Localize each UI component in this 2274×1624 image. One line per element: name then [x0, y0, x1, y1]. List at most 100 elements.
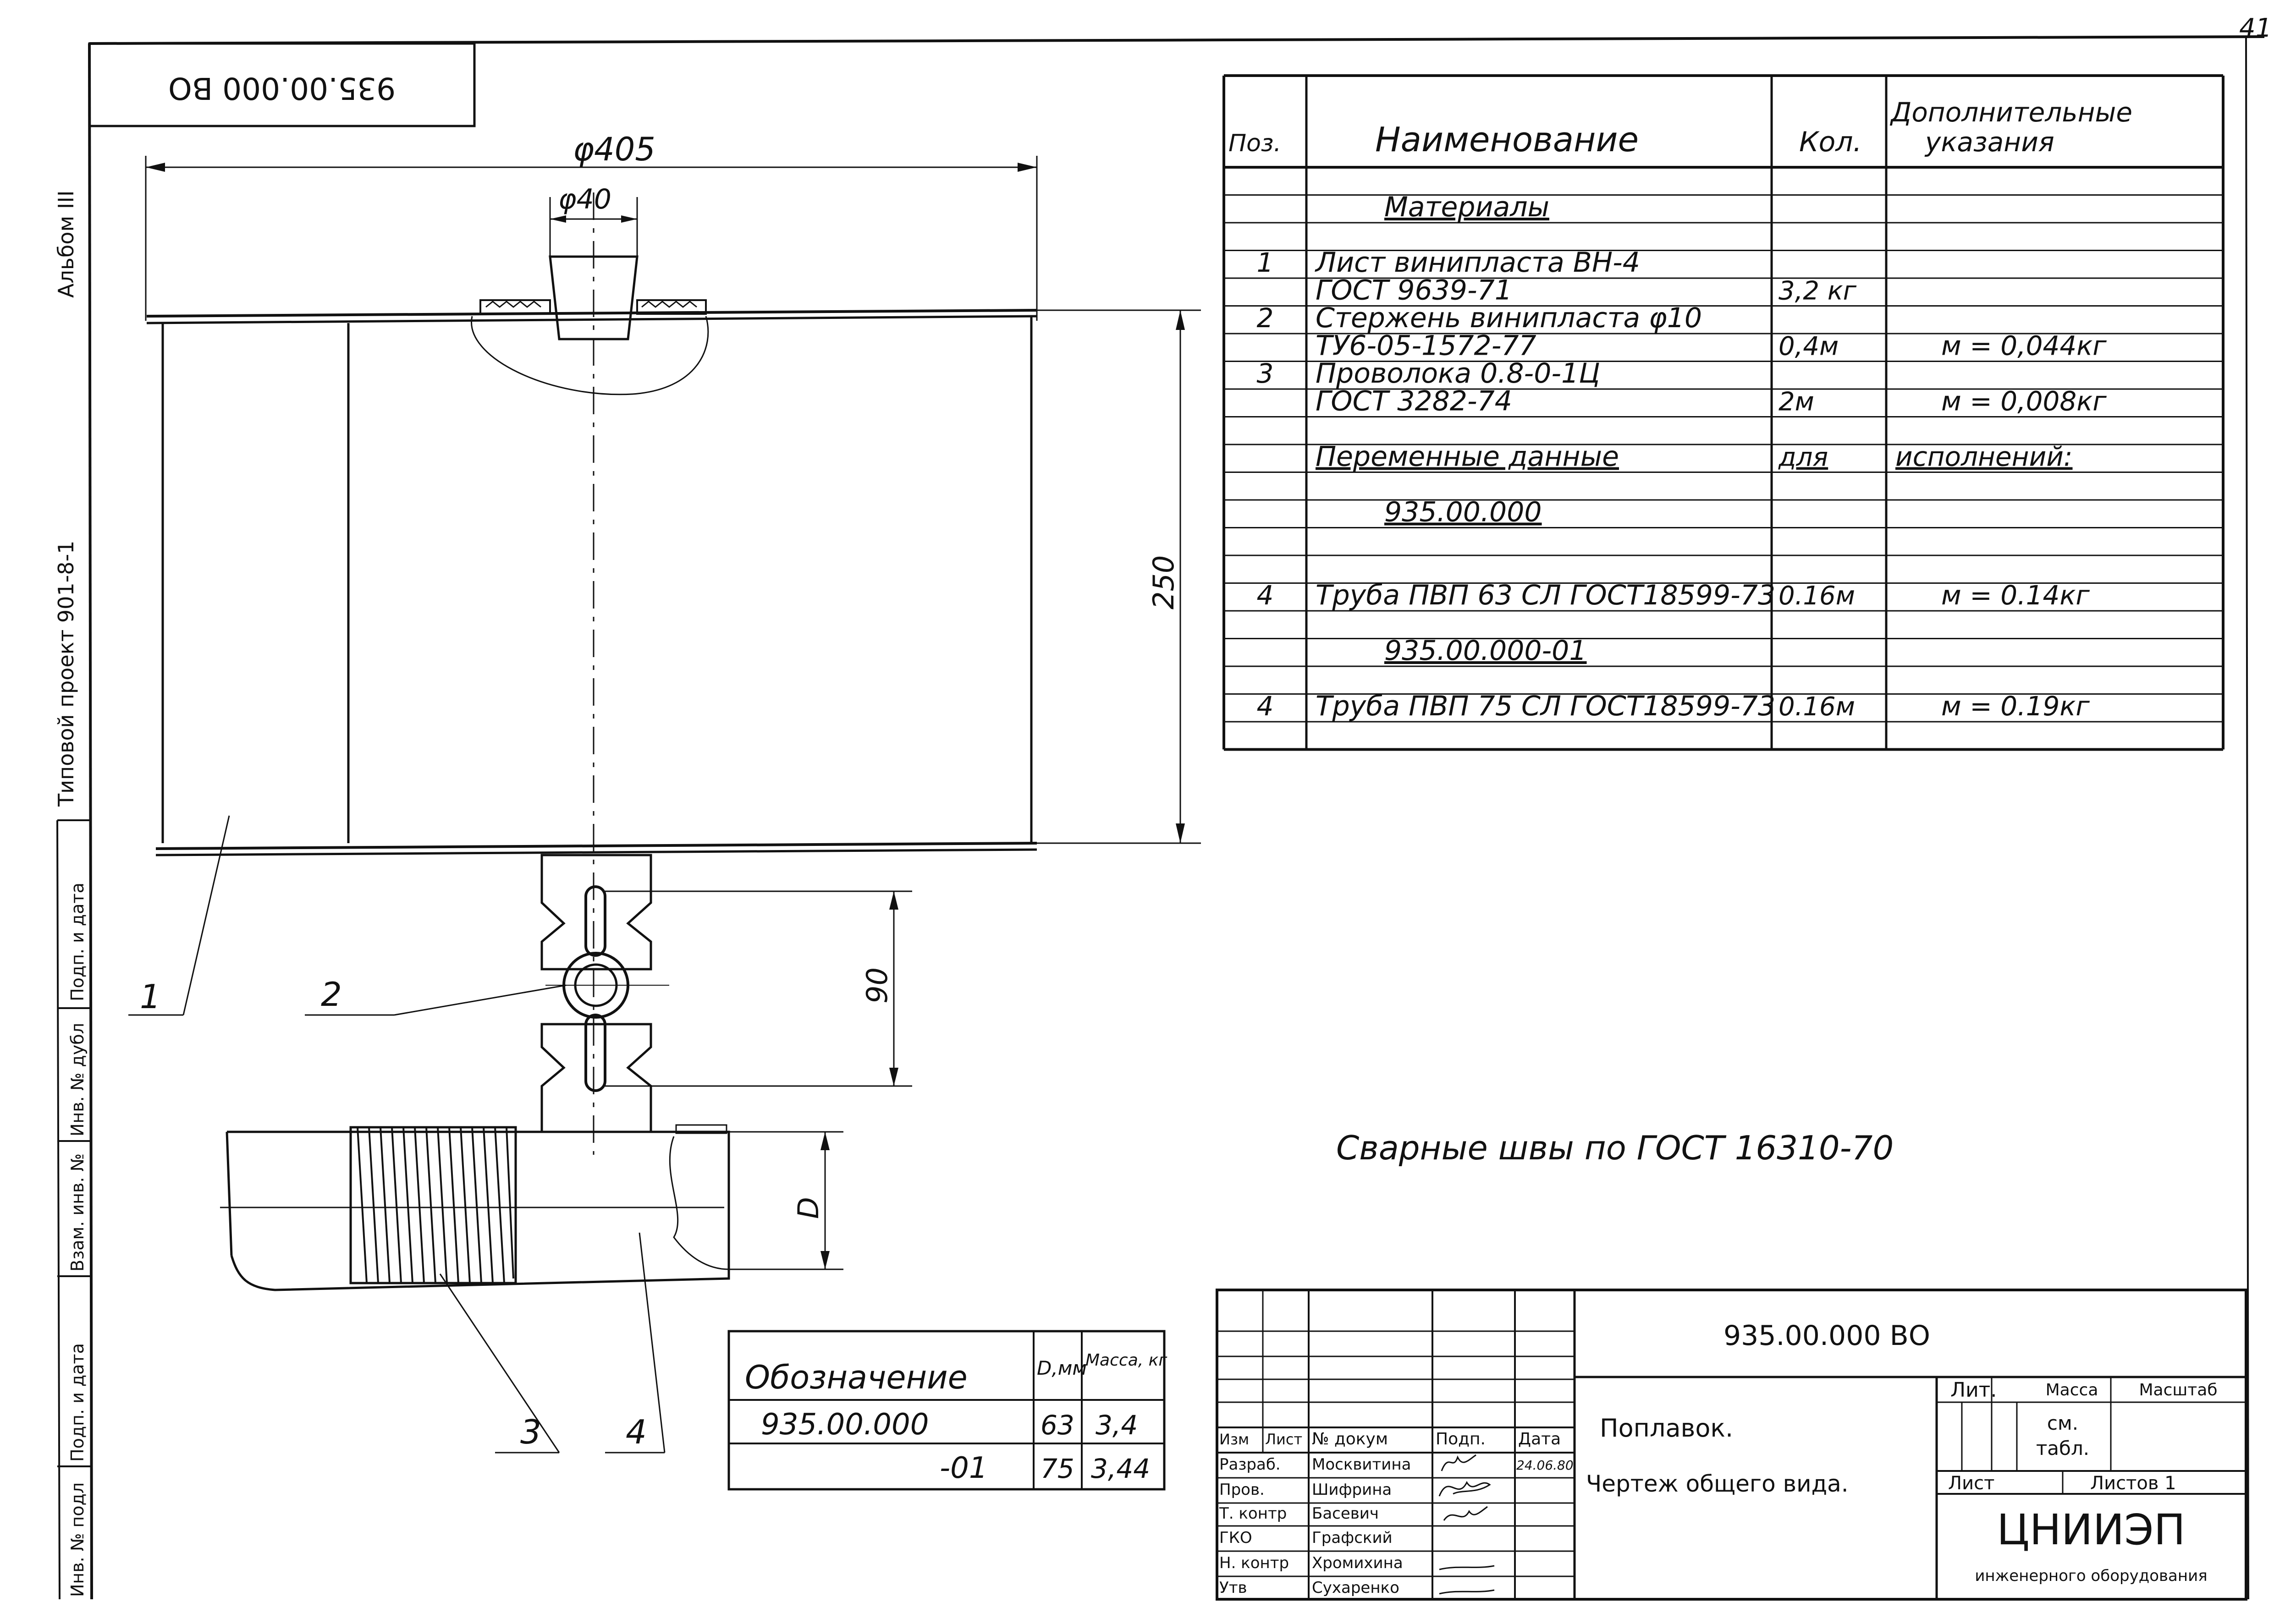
- col-header-doc: № докум: [1312, 1430, 1388, 1448]
- dim-height: 250: [1147, 555, 1180, 609]
- mass-value-1: см.: [2047, 1412, 2078, 1434]
- side-field-1: Инв. № дубл: [67, 1023, 88, 1136]
- wire-winding: [357, 1127, 514, 1284]
- spec-row-name: Стержень винипласта φ10: [1316, 302, 1702, 334]
- dim-link: 90: [860, 967, 894, 1004]
- spec-header-qty: Кол.: [1799, 126, 1862, 158]
- spec-row-pos: 1: [1257, 247, 1274, 278]
- spec-row-name: ТУ6-05-1572-77: [1316, 330, 1536, 362]
- spec-row-note: исполнений:: [1895, 441, 2073, 472]
- spec-row-name: ГОСТ 9639-71: [1316, 274, 1512, 307]
- staff-name-4: Хромихина: [1312, 1554, 1403, 1572]
- spec-row-name: Материалы: [1384, 191, 1549, 223]
- side-field-3: Подп. и дата: [67, 1343, 88, 1462]
- spec-row-qty: для: [1778, 443, 1828, 472]
- spec-row-pos: 4: [1257, 691, 1274, 722]
- spec-header-pos: Поз.: [1228, 130, 1281, 157]
- spec-row-note: м = 0,044кг: [1941, 330, 2107, 362]
- variants-row0-mass: 3,4: [1096, 1410, 1138, 1441]
- sheets-label: Листов 1: [2090, 1473, 2176, 1494]
- callout-2: 2: [321, 975, 342, 1014]
- dim-inner-diameter: φ40: [558, 183, 611, 215]
- page-number: 41: [2239, 13, 2272, 43]
- spec-header-note-2: указания: [1924, 126, 2054, 158]
- spec-row-qty: 3,2 кг: [1778, 276, 1857, 306]
- side-field-0: Подп. и дата: [67, 883, 88, 1001]
- mass-label: Масса: [2046, 1381, 2098, 1399]
- side-field-4: Инв. № подл: [67, 1482, 88, 1597]
- staff-name-5: Сухаренко: [1312, 1579, 1399, 1597]
- spec-row-name: Переменные данные: [1316, 441, 1619, 473]
- col-header-list: Лист: [1265, 1431, 1302, 1448]
- title-name: Поплавок.: [1600, 1414, 1733, 1443]
- sheet-frame: 935.00.000 ВО 41: [88, 13, 2272, 1600]
- spec-row-note: м = 0,008кг: [1941, 386, 2107, 417]
- spec-row-qty: 0.16м: [1778, 581, 1855, 611]
- spec-row-name: Труба ПВП 63 СЛ ГОСТ18599-73: [1316, 579, 1775, 611]
- variants-row1-d: 75: [1041, 1453, 1074, 1484]
- callout-4: 4: [626, 1413, 647, 1451]
- rotated-sheet-code: 935.00.000 ВО: [168, 71, 396, 106]
- sheet-label: Лист: [1948, 1473, 1994, 1494]
- lit-label: Лит.: [1950, 1378, 1997, 1402]
- album-label: Альбом III: [54, 190, 78, 298]
- spec-header-note-1: Дополнительные: [1889, 97, 2132, 128]
- org-name: ЦНИИЭП: [1997, 1505, 2186, 1554]
- staff-name-3: Графский: [1312, 1529, 1393, 1547]
- staff-name-2: Басевич: [1312, 1504, 1379, 1523]
- col-header-date: Дата: [1518, 1430, 1561, 1448]
- staff-role-2: Т. контр: [1219, 1504, 1287, 1523]
- callout-1: 1: [140, 977, 161, 1016]
- dim-pipe-diameter: D: [792, 1197, 825, 1219]
- staff-role-5: Утв: [1219, 1579, 1247, 1597]
- spec-row-qty: 2м: [1778, 387, 1814, 417]
- weld-note: Сварные швы по ГОСТ 16310-70: [1336, 1129, 1894, 1167]
- variants-row0-d: 63: [1041, 1410, 1074, 1441]
- variants-table: Обозначение D,мм Масса, кг 935.00.000 63…: [727, 1330, 1167, 1491]
- spec-row-qty: 0.16м: [1778, 692, 1855, 722]
- title-subtitle: Чертеж общего вида.: [1586, 1470, 1849, 1497]
- spec-row-name: ГОСТ 3282-74: [1316, 385, 1512, 417]
- staff-name-0: Москвитина: [1312, 1455, 1411, 1474]
- staff-name-1: Шифрина: [1312, 1481, 1392, 1499]
- spec-row-name: Проволока 0.8-0-1Ц: [1316, 357, 1600, 390]
- spec-row-pos: 4: [1257, 580, 1274, 611]
- variants-row0-designation: 935.00.000: [761, 1408, 929, 1442]
- title-block: 935.00.000 ВО Поплавок. Чертеж общего ви…: [1216, 1289, 2247, 1601]
- variants-row1-designation: -01: [940, 1451, 988, 1485]
- scale-label: Масштаб: [2139, 1381, 2217, 1399]
- spec-table: Поз. Наименование Кол. Дополнительныеуказан…: [1222, 74, 2224, 751]
- side-field-2: Взам. инв. №: [67, 1153, 88, 1272]
- signatures: [1438, 1454, 1495, 1595]
- callout-3: 3: [520, 1413, 541, 1451]
- staff-role-1: Пров.: [1219, 1481, 1265, 1499]
- spec-row-note: м = 0.19кг: [1941, 691, 2090, 722]
- spec-row-qty: 0,4м: [1778, 332, 1839, 362]
- staff-role-3: ГКО: [1219, 1529, 1252, 1547]
- side-margin: Альбом III Типовой проект 901-8-1 Подп. …: [54, 190, 92, 1600]
- variants-row1-mass: 3,44: [1091, 1453, 1150, 1484]
- mass-value-2: табл.: [2036, 1437, 2089, 1459]
- variants-header-designation: Обозначение: [745, 1359, 968, 1396]
- spec-header-name: Наименование: [1375, 120, 1639, 159]
- staff-date-0: 24.06.80: [1516, 1458, 1574, 1473]
- col-header-sign: Подп.: [1436, 1430, 1486, 1448]
- org-subtitle: инженерного оборудования: [1975, 1567, 2207, 1585]
- spec-row-name: Труба ПВП 75 СЛ ГОСТ18599-73: [1316, 690, 1775, 722]
- spec-row-name: Лист винипласта ВН-4: [1315, 247, 1640, 279]
- spec-row-name: 935.00.000-01: [1384, 635, 1587, 667]
- title-code: 935.00.000 ВО: [1723, 1320, 1930, 1352]
- spec-row-pos: 3: [1257, 358, 1274, 389]
- float-drawing: φ405 φ40 250: [128, 131, 1201, 1454]
- staff-role-4: Н. контр: [1219, 1554, 1289, 1572]
- spec-row-name: 935.00.000: [1384, 496, 1542, 528]
- col-header-izm: Изм: [1219, 1431, 1249, 1448]
- dim-outer-diameter: φ405: [573, 131, 655, 168]
- spec-row-pos: 2: [1257, 302, 1274, 334]
- staff-role-0: Разраб.: [1219, 1455, 1281, 1474]
- variants-header-d: D,мм: [1037, 1357, 1087, 1379]
- variants-header-mass: Масса, кг: [1085, 1351, 1167, 1370]
- spec-row-note: м = 0.14кг: [1941, 580, 2090, 611]
- project-label: Типовой проект 901-8-1: [54, 541, 78, 807]
